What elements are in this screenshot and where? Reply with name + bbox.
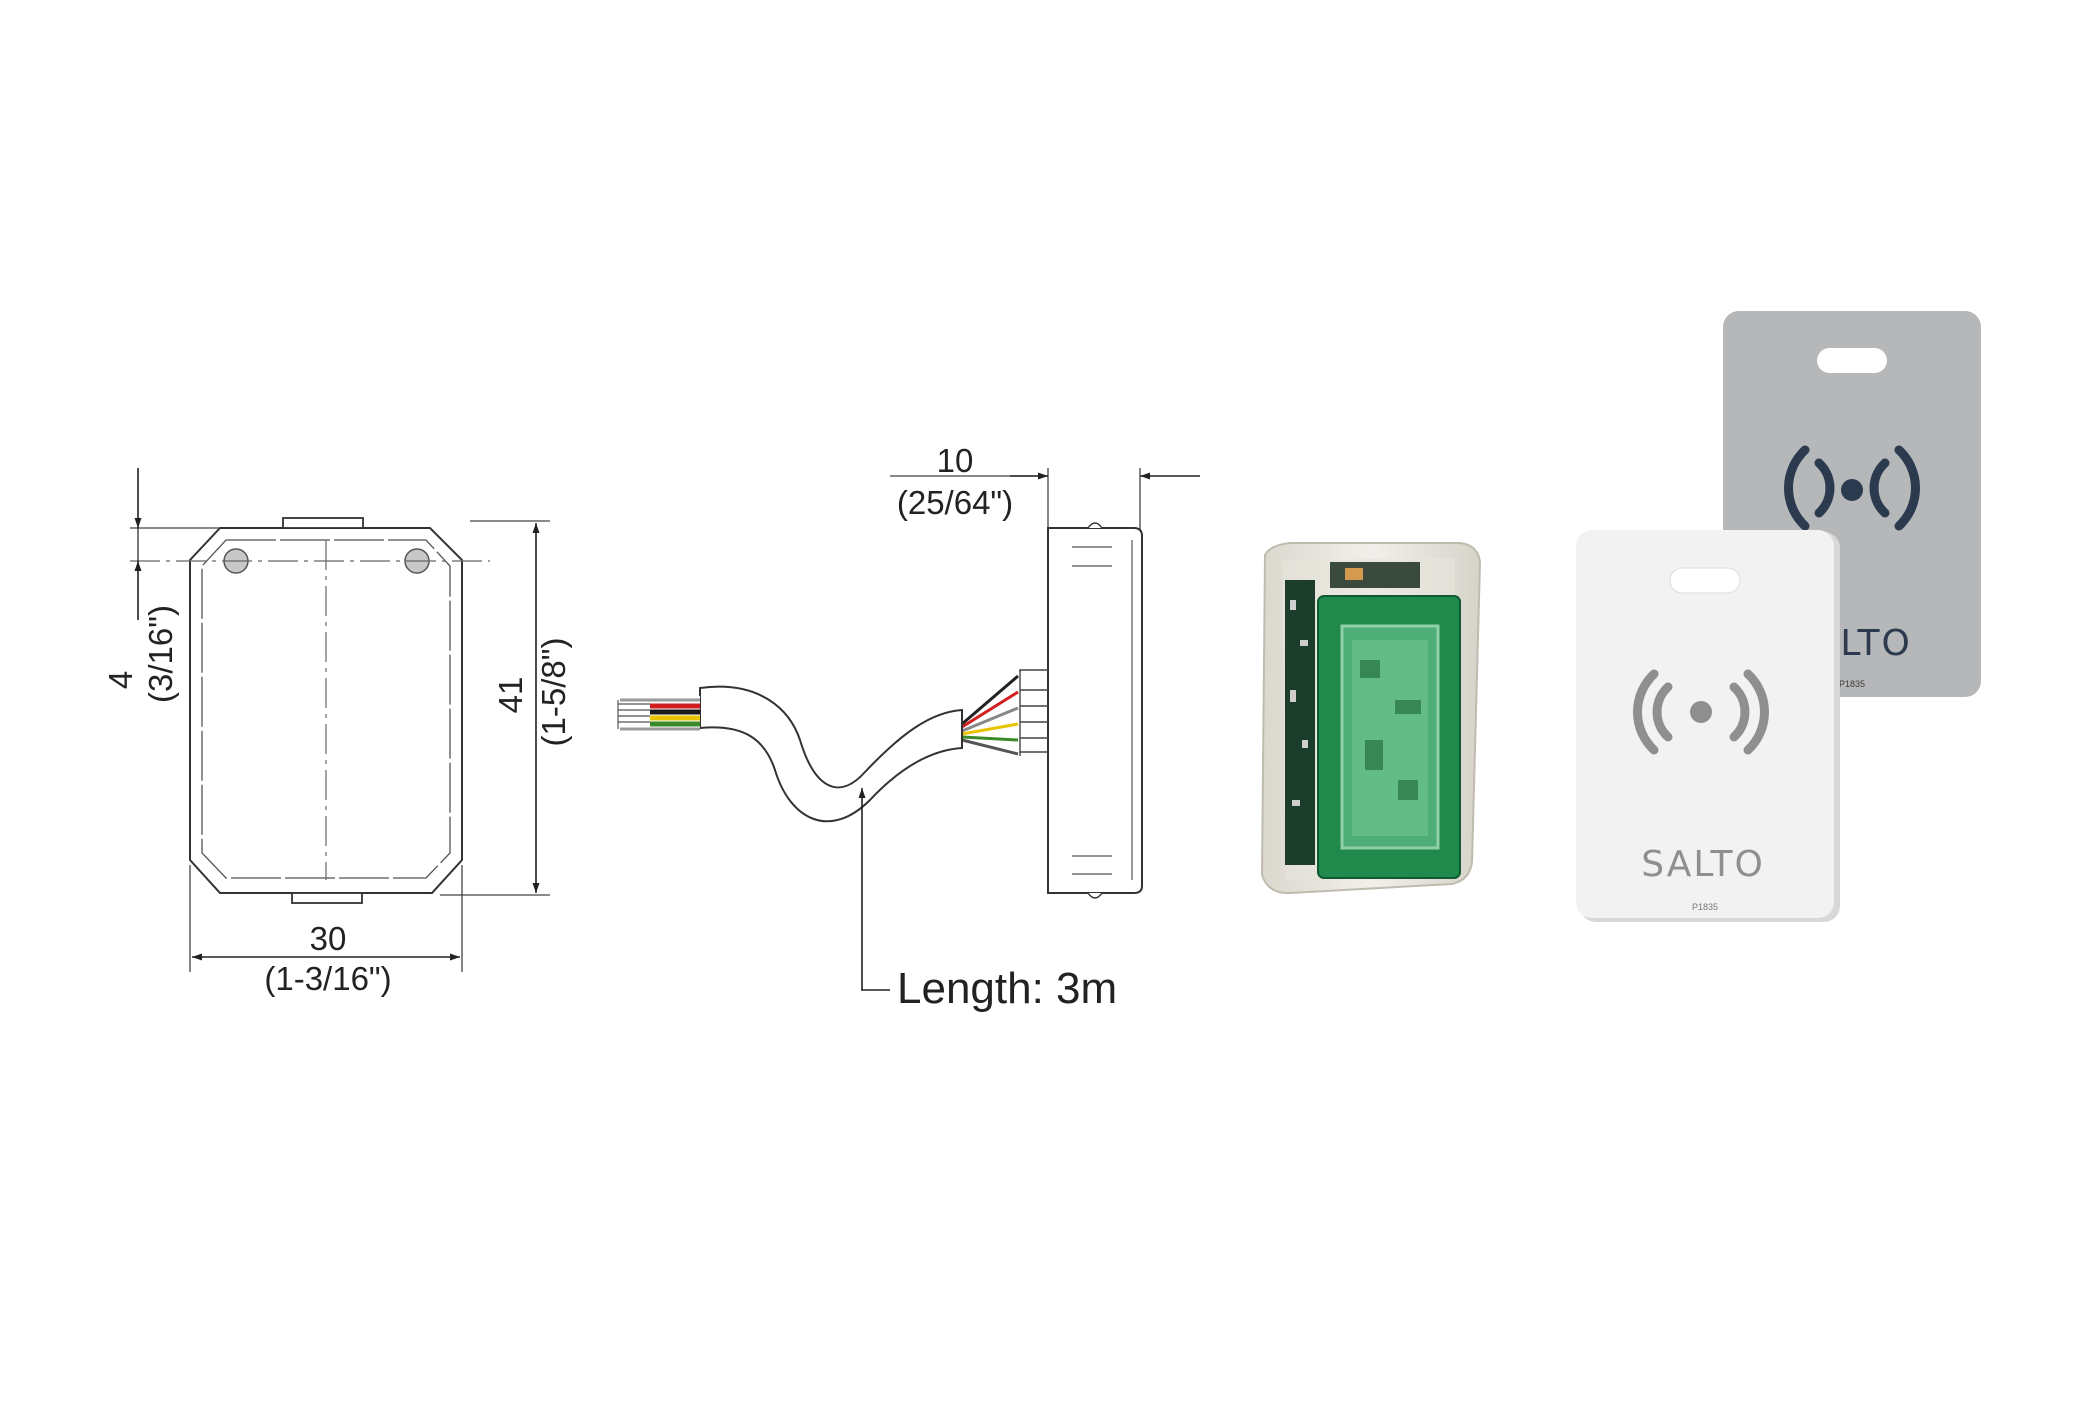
thickness-in-label: (25/64")	[897, 484, 1013, 521]
height-mm-label: 41	[492, 677, 529, 714]
bottom-tab	[291, 892, 363, 904]
card-grey-slot	[1817, 348, 1887, 373]
width-mm-label: 30	[310, 920, 347, 957]
reader-outline	[189, 527, 463, 894]
rfid-card-white: SALTO P1835	[1576, 530, 1840, 922]
hole-offset-mm-label: 4	[102, 671, 139, 689]
reader-inner-outline	[201, 539, 451, 879]
reader-side-body	[1047, 527, 1143, 894]
contactless-icon-dot	[1841, 479, 1863, 501]
card-white-brand: SALTO	[1641, 844, 1765, 885]
width-in-label: (1-3/16")	[264, 960, 391, 997]
front-view-drawing: 4 (3/16") 41 (1-5/8") 30 (1-3/16")	[102, 468, 572, 997]
side-view-drawing: 10 (25/64")	[617, 442, 1200, 1013]
cable-length-label: Length: 3m	[897, 964, 1117, 1013]
side-tab-top	[1087, 522, 1103, 529]
hole-offset-in-label: (3/16")	[142, 605, 179, 703]
thickness-mm-label: 10	[937, 442, 974, 479]
fanned-wires	[961, 674, 1019, 756]
top-tab	[282, 517, 364, 529]
cable-end-wires	[617, 696, 700, 731]
card-grey-model: P1835	[1839, 679, 1865, 689]
reader-product-photo	[1260, 542, 1482, 895]
side-connector-pins	[1019, 669, 1048, 756]
card-white-model: P1835	[1692, 902, 1718, 912]
card-white-slot	[1669, 567, 1741, 594]
contactless-icon	[1633, 669, 1769, 755]
card-white-body	[1576, 530, 1834, 918]
contactless-icon	[1784, 445, 1920, 531]
side-tab-bottom	[1087, 892, 1103, 899]
contactless-icon-dot	[1690, 701, 1712, 723]
cable-sheath	[699, 685, 963, 823]
height-in-label: (1-5/8")	[535, 638, 572, 747]
